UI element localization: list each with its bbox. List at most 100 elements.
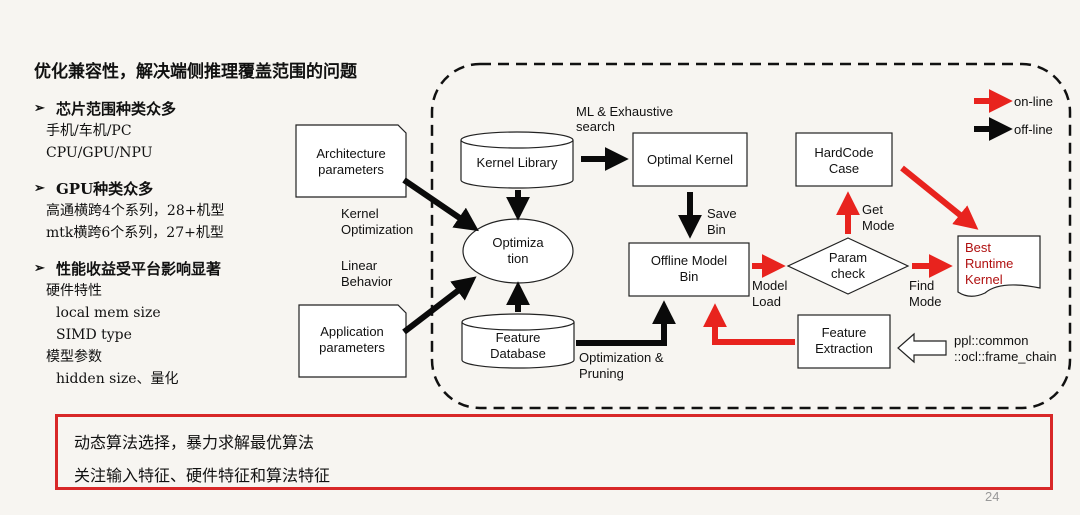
edge-label: Behavior xyxy=(341,274,393,289)
arrow-extraction-to-bin xyxy=(703,303,795,345)
svg-text:parameters: parameters xyxy=(319,340,385,355)
optimal-kernel-box: Optimal Kernel xyxy=(632,132,748,187)
node-label: Feature xyxy=(496,330,541,345)
best-runtime-kernel-box: Best Runtime Kernel xyxy=(957,235,1041,297)
node-label: Best xyxy=(965,240,991,255)
node-label: Feature xyxy=(822,325,867,340)
online-boundary xyxy=(430,62,1072,410)
left-panel: ➢ 芯片范围种类众多 手机/车机/PC CPU/GPU/NPU ➢GPU种类众多 … xyxy=(34,98,294,404)
offline-model-bin-box: Offline Model Bin xyxy=(628,242,750,297)
page-number: 24 xyxy=(985,489,1000,504)
svg-text:Kernel: Kernel xyxy=(341,206,379,221)
section-line: CPU/GPU/NPU xyxy=(46,145,153,161)
param-check-node: Param check xyxy=(786,237,910,295)
edge-label: Get xyxy=(862,202,883,217)
node-label: Extraction xyxy=(815,341,873,356)
section-line: 硬件特性 xyxy=(46,283,102,299)
svg-text:::ocl::frame_chain: ::ocl::frame_chain xyxy=(954,349,1057,364)
svg-text:Architecture: Architecture xyxy=(316,146,385,161)
node-label: Bin xyxy=(680,269,699,284)
edge-label: ML & Exhaustive xyxy=(576,104,673,119)
edge-label: Linear xyxy=(341,258,378,273)
svg-text:Optimiza: Optimiza xyxy=(492,235,544,250)
svg-text:Kernel Library: Kernel Library xyxy=(477,155,558,170)
edge-label: Load xyxy=(752,294,781,309)
node-label: Application xyxy=(320,324,384,339)
svg-text:Optimization: Optimization xyxy=(341,222,413,237)
section-heading: 性能收益受平台影响显著 xyxy=(56,260,222,278)
edge-label: search xyxy=(576,119,615,134)
svg-text:ML & Exhaustive: ML & Exhaustive xyxy=(576,104,673,119)
node-label: HardCode xyxy=(814,145,873,160)
feature-database: Feature Database xyxy=(461,313,575,369)
node-label: check xyxy=(831,266,865,281)
svg-text:off-line: off-line xyxy=(1014,122,1053,137)
node-label: Database xyxy=(490,346,546,361)
edge-label: Pruning xyxy=(579,366,624,381)
summary-line-1: 动态算法选择，暴力求解最优算法 xyxy=(74,433,315,452)
node-label: Offline Model xyxy=(651,253,727,268)
section-line: local mem size xyxy=(56,305,161,321)
node-label: Param xyxy=(829,250,867,265)
node-label: Optimal Kernel xyxy=(647,152,733,167)
edge-label: Mode xyxy=(909,294,942,309)
svg-text:Offline Model: Offline Model xyxy=(651,253,727,268)
node-label: Kernel Library xyxy=(477,155,558,170)
svg-text:tion: tion xyxy=(508,251,529,266)
architecture-parameters-box: Architecture parameters xyxy=(295,124,407,198)
section-gpu: ➢GPU种类众多 高通横跨4个系列，28+机型 mtk横跨6个系列，27+机型 xyxy=(34,178,294,244)
svg-text:check: check xyxy=(831,266,865,281)
section-line: mtk横跨6个系列，27+机型 xyxy=(46,225,224,241)
svg-text:Find: Find xyxy=(909,278,934,293)
ppl-label: ppl::common xyxy=(954,333,1028,348)
section-line: 高通横跨4个系列，28+机型 xyxy=(46,203,225,219)
edge-label: Bin xyxy=(707,222,726,237)
summary-line-2: 关注输入特征、硬件特征和算法特征 xyxy=(74,466,331,485)
svg-text:Feature: Feature xyxy=(822,325,867,340)
node-label: Kernel xyxy=(965,272,1003,287)
section-line: SIMD type xyxy=(56,327,132,343)
edge-label: Mode xyxy=(862,218,895,233)
svg-text:Optimization &: Optimization & xyxy=(579,350,664,365)
hardcode-case-box: HardCode Case xyxy=(795,132,893,187)
node-label: parameters xyxy=(319,340,385,355)
section-line: 手机/车机/PC xyxy=(46,123,132,139)
section-line: 模型参数 xyxy=(46,349,102,365)
svg-text:Application: Application xyxy=(320,324,384,339)
node-label: Optimiza xyxy=(492,235,544,250)
svg-text:Optimal Kernel: Optimal Kernel xyxy=(647,152,733,167)
svg-text:Load: Load xyxy=(752,294,781,309)
svg-text:HardCode: HardCode xyxy=(814,145,873,160)
node-label: Runtime xyxy=(965,256,1013,271)
ppl-label: ::ocl::frame_chain xyxy=(954,349,1057,364)
edge-label: Model xyxy=(752,278,788,293)
arrow-hardcode-to-best xyxy=(900,165,979,230)
optimization-node: Optimiza tion xyxy=(462,218,574,284)
svg-text:search: search xyxy=(576,119,615,134)
section-heading: 芯片范围种类众多 xyxy=(56,100,177,118)
svg-text:Save: Save xyxy=(707,206,737,221)
svg-text:on-line: on-line xyxy=(1014,94,1053,109)
svg-text:Mode: Mode xyxy=(862,218,895,233)
hollow-arrow-icon xyxy=(897,332,947,364)
arrow-arch-to-opt xyxy=(402,177,479,232)
edge-label: Kernel xyxy=(341,206,379,221)
svg-text:Feature: Feature xyxy=(496,330,541,345)
legend-offline-label: off-line xyxy=(1014,122,1053,137)
kernel-library-db: Kernel Library xyxy=(460,131,574,189)
svg-text:Model: Model xyxy=(752,278,788,293)
section-chips: ➢ 芯片范围种类众多 手机/车机/PC CPU/GPU/NPU xyxy=(34,98,294,164)
svg-text:Case: Case xyxy=(829,161,859,176)
feature-extraction-box: Feature Extraction xyxy=(797,314,891,369)
legend-online-label: on-line xyxy=(1014,94,1053,109)
arrow-app-to-opt xyxy=(402,276,477,335)
node-label: tion xyxy=(508,251,529,266)
svg-text:Mode: Mode xyxy=(909,294,942,309)
section-perf: ➢性能收益受平台影响显著 硬件特性 local mem size SIMD ty… xyxy=(34,258,294,390)
edge-label: Optimization & xyxy=(579,350,664,365)
slide-title: 优化兼容性，解决端侧推理覆盖范围的问题 xyxy=(34,62,357,82)
edge-label: Find xyxy=(909,278,934,293)
arrow-bullet-icon: ➢ xyxy=(34,101,45,116)
node-label: Architecture xyxy=(316,146,385,161)
